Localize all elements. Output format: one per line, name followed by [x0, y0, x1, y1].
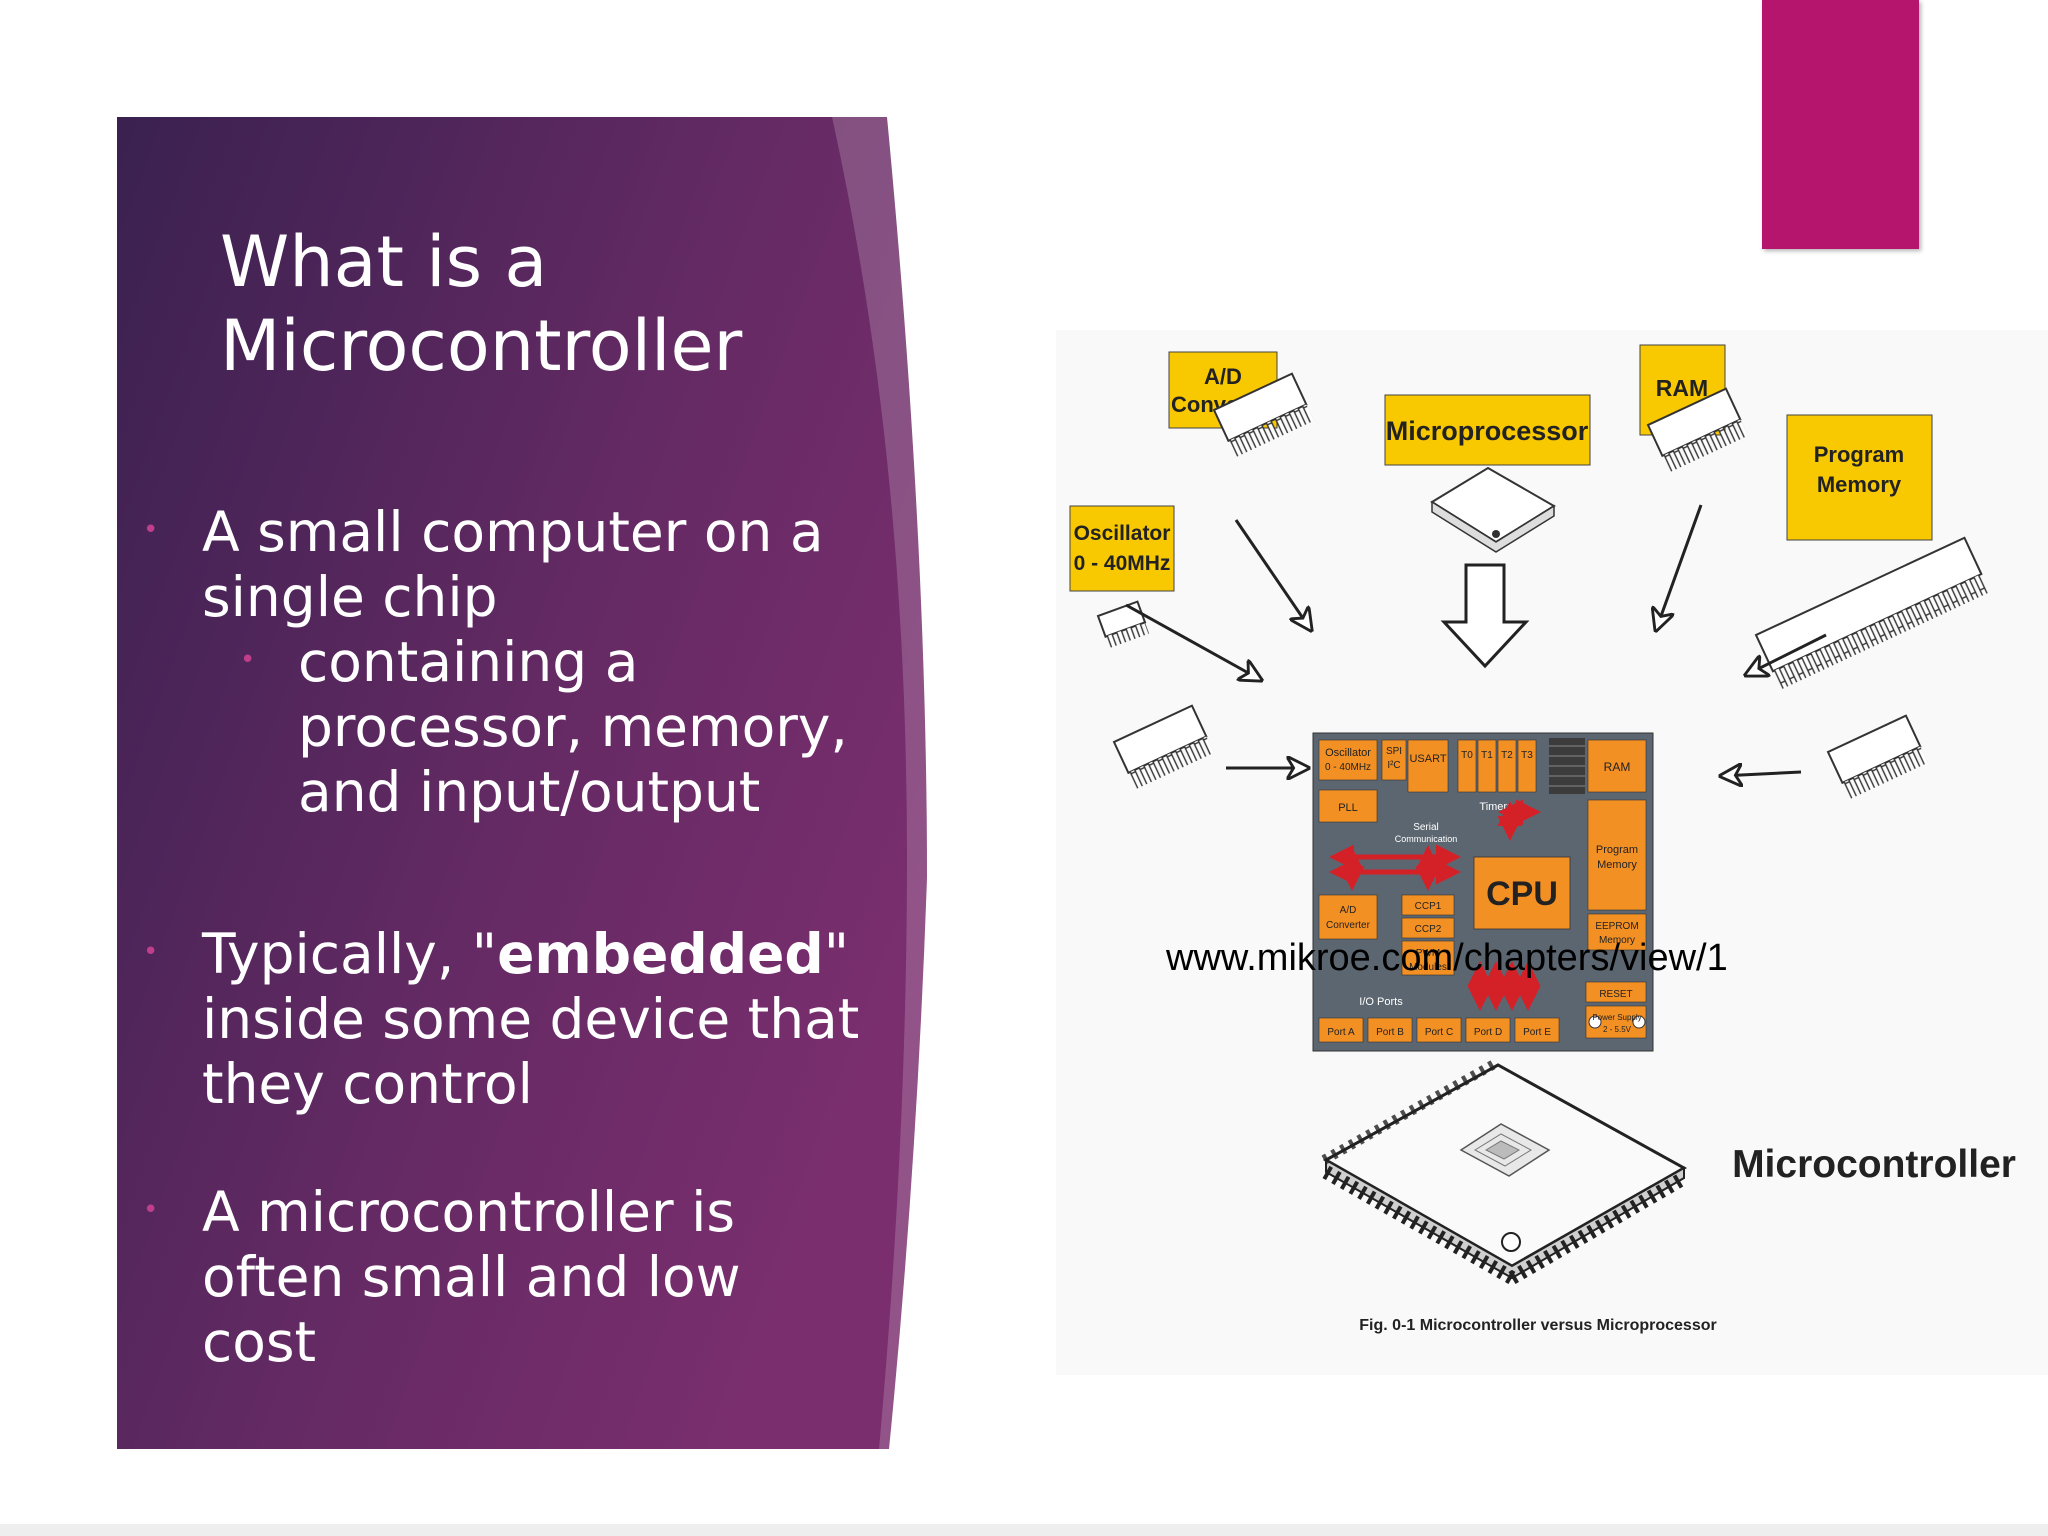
accent-bar: [1762, 0, 1919, 249]
label-microprocessor-text: Microprocessor: [1386, 416, 1589, 446]
block-serial-line-2: Communication: [1395, 834, 1458, 844]
chip-icon-ad: [1212, 372, 1314, 458]
block-ccp: CCP1 CCP2: [1401, 894, 1455, 939]
slide-title: What is a Microcontroller: [220, 220, 860, 388]
block-pll-text: PLL: [1338, 802, 1358, 814]
label-ram-text: RAM: [1656, 375, 1708, 401]
block-reset-text: RESET: [1599, 989, 1632, 1000]
block-eeprom: EEPROM Memory: [1587, 913, 1647, 951]
block-usart: USART: [1407, 739, 1449, 793]
block-ad-line-1: A/D: [1340, 905, 1357, 916]
block-cpu-text: CPU: [1486, 875, 1558, 913]
label-program-line-2: Memory: [1817, 472, 1902, 497]
block-io-ports: I/O Ports: [1359, 996, 1403, 1008]
sub-bullet-contents: containing a processor, memory, and inpu…: [298, 630, 848, 824]
block-sfr: [1549, 738, 1585, 794]
block-spi-line-2: I²C: [1387, 760, 1400, 771]
block-pm-line-1: Program: [1596, 844, 1638, 856]
microcontroller-package: [1321, 1058, 1688, 1285]
block-serial: Serial Communication: [1395, 822, 1458, 844]
block-cpu: CPU: [1473, 856, 1571, 930]
bullet-embedded-post: " inside some device that they control: [202, 922, 860, 1116]
label-osc-line-2: 0 - 40MHz: [1074, 552, 1171, 575]
timer-t1: T1: [1481, 750, 1493, 761]
block-osc-line-2: 0 - 40MHz: [1325, 762, 1371, 773]
bottom-strip: [0, 1524, 2048, 1536]
block-power-line-1: Power Supply: [1592, 1013, 1641, 1022]
content-panel: [117, 117, 927, 1449]
port-b: Port B: [1376, 1027, 1404, 1038]
bullet-dot: •: [143, 937, 159, 967]
block-osc-line-1: Oscillator: [1325, 747, 1371, 759]
block-oscillator: Oscillator 0 - 40MHz: [1318, 739, 1378, 781]
block-serial-line-1: Serial: [1413, 822, 1439, 833]
chip-block-diagram: Oscillator 0 - 40MHz SPI I²C USART T0 T1…: [1312, 732, 1654, 1052]
block-spi: SPI I²C: [1381, 739, 1407, 781]
bullet-single-chip: A small computer on a single chip: [202, 500, 824, 629]
block-ccp1: CCP1: [1415, 901, 1442, 912]
block-ad-line-2: Converter: [1326, 920, 1371, 931]
chip-icon-ram: [1646, 387, 1748, 473]
timer-t3: T3: [1521, 750, 1533, 761]
down-arrow: [1440, 563, 1530, 669]
block-reset: RESET: [1585, 981, 1647, 1003]
chip-icon-right: [1826, 714, 1928, 800]
chip-icon-program-memory: [1754, 536, 1990, 690]
block-pm-line-2: Memory: [1597, 859, 1637, 871]
timer-t0: T0: [1461, 750, 1473, 761]
block-spi-line-1: SPI: [1386, 746, 1402, 757]
block-eeprom-line-2: Memory: [1599, 935, 1635, 946]
panel-light-swoosh: [832, 117, 927, 1449]
chip-icon-left: [1112, 704, 1214, 790]
block-power: Power Supply 2 - 5.5V: [1585, 1005, 1647, 1039]
block-eeprom-line-1: EEPROM: [1595, 921, 1638, 932]
block-program-memory: Program Memory: [1587, 799, 1647, 911]
label-oscillator: Oscillator 0 - 40MHz: [1069, 505, 1175, 592]
block-pwm-line-1: PWM: [1416, 948, 1440, 959]
block-ccp2: CCP2: [1415, 924, 1442, 935]
bullet-dot: •: [240, 645, 256, 675]
block-ram: RAM: [1587, 739, 1647, 793]
timer-t2: T2: [1501, 750, 1513, 761]
block-pll: PLL: [1318, 789, 1378, 823]
block-io-text: I/O Ports: [1359, 996, 1403, 1008]
bullet-low-cost: A microcontroller is often small and low…: [202, 1180, 741, 1374]
label-microprocessor: Microprocessor: [1384, 394, 1591, 466]
bullet-embedded-pre: Typically, ": [202, 922, 498, 986]
bullet-embedded-bold: embedded: [497, 922, 824, 986]
slide-title-line-2: Microcontroller: [220, 305, 743, 387]
chip-icon-microprocessor: [1430, 466, 1556, 553]
slide-title-line-1: What is a: [220, 221, 548, 303]
die: [1459, 1123, 1551, 1177]
label-program-memory: Program Memory: [1786, 414, 1933, 541]
internal-arrows: [1329, 799, 1541, 1011]
figure-caption: Fig. 0-1 Microcontroller versus Micropro…: [1359, 1317, 1716, 1334]
block-ad: A/D Converter: [1318, 894, 1378, 940]
bullet-embedded: Typically, "embedded" inside some device…: [202, 922, 862, 1117]
block-usart-text: USART: [1409, 753, 1446, 765]
source-url: www.mikroe.com/chapters/view/1: [1166, 937, 1728, 979]
label-ad-line-1: A/D: [1204, 364, 1242, 389]
block-pwm-line-2: Modules: [1409, 962, 1447, 973]
microcontroller-label: Microcontroller: [1732, 1143, 2016, 1186]
port-c: Port C: [1425, 1027, 1453, 1038]
port-e: Port E: [1523, 1027, 1551, 1038]
bullet-dot: •: [143, 1195, 159, 1225]
block-pwm: PWM Modules: [1401, 940, 1455, 976]
bullet-dot: •: [143, 515, 159, 545]
block-power-line-2: 2 - 5.5V: [1603, 1025, 1632, 1034]
port-d: Port D: [1474, 1027, 1502, 1038]
arrows: [1125, 504, 1827, 776]
port-a: Port A: [1327, 1027, 1355, 1038]
label-osc-line-1: Oscillator: [1074, 522, 1171, 545]
label-program-line-1: Program: [1814, 442, 1904, 467]
block-ports: Port A Port B Port C Port D Port E: [1318, 1017, 1560, 1043]
block-ram-text: RAM: [1604, 760, 1631, 774]
microcontroller-figure: A/D Converter Microprocessor RAM Program…: [1056, 330, 2048, 1375]
